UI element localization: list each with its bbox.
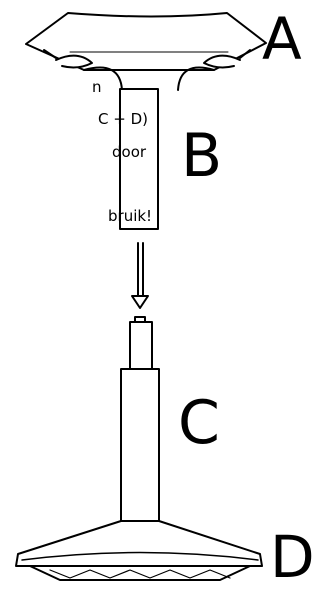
part-a-seat (25, 12, 267, 91)
down-arrow-icon (131, 242, 149, 309)
label-c: C (178, 388, 220, 458)
label-b: B (181, 121, 223, 191)
instruction-fragment-4: bruik! (108, 207, 153, 225)
part-c-lower-tube (120, 316, 160, 522)
label-d: D (270, 523, 315, 591)
instruction-fragment-2: C + D) (98, 110, 148, 128)
part-d-base (15, 520, 263, 581)
instruction-fragment-3: door (112, 143, 147, 161)
part-b-upper-tube (119, 88, 159, 230)
instruction-fragment-1: n (92, 78, 102, 96)
label-a: A (262, 5, 302, 73)
